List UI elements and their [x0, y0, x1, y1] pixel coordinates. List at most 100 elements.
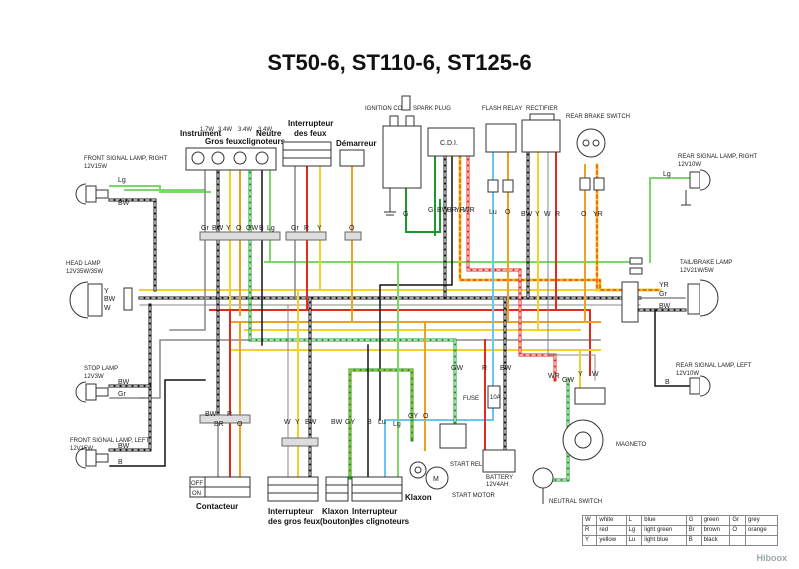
start-relay: START RELAY: [439, 423, 490, 468]
rear-signal-left-lamp: REAR SIGNAL LAMP, LEFT 12V10W: [676, 363, 752, 397]
wl-mid-r: R: [482, 365, 487, 372]
wire-g-coil: [405, 184, 441, 233]
neutral-switch: NEUTRAL SWITCH: [532, 467, 602, 505]
start-motor: M START MOTOR: [425, 466, 496, 499]
wire-b-front-left: [109, 379, 206, 467]
wl-instr-b: B: [259, 225, 264, 232]
fuse-label: FUSE: [463, 396, 479, 402]
front-signal-left-label: FRONT SIGNAL LAMP, LEFT: [70, 438, 150, 444]
wl-mag-gw: GW: [562, 377, 574, 384]
legend-code: Lg: [625, 525, 643, 536]
ignition-coil-label: IGNITION COIL: [365, 106, 408, 112]
wl-fsr-lg: Lg: [118, 177, 126, 184]
fuse: FUSE 10A: [463, 385, 501, 409]
light-switch-label-1: Interrupteur: [288, 119, 333, 128]
legend-color: yellow: [596, 535, 627, 546]
legend-code: G: [685, 515, 702, 526]
wl-mid-gw: GW: [451, 365, 463, 372]
turn-switch-label-1: Interrupteur: [352, 507, 397, 516]
legend-color: light green: [641, 525, 687, 536]
legend-color: orange: [745, 525, 778, 536]
rear-signal-right-lamp: REAR SIGNAL LAMP, RIGHT 12V10W: [678, 154, 758, 206]
wl-mid-bw: BW: [500, 365, 512, 372]
tail-brake-lamp: TAIL/BRAKE LAMP 12V21W/5W: [621, 257, 732, 323]
flash-relay: FLASH RELAY: [482, 106, 522, 193]
wl-coil-g: G: [403, 211, 408, 218]
wl-stop-bw: BW: [118, 379, 130, 386]
wl-bl-r: R: [227, 411, 232, 418]
legend-row: R red Lg light green Br brown O orange: [581, 525, 778, 536]
wire-b-rear-left: [654, 309, 691, 387]
rear-brake-switch: REAR BRAKE SWITCH: [566, 114, 630, 191]
front-signal-left-lamp: FRONT SIGNAL LAMP, LEFT 12V15W: [70, 438, 150, 469]
wl-k-o: O: [423, 413, 429, 420]
magneto-label: MAGNETO: [616, 442, 647, 448]
wire-w-rect: [547, 149, 596, 381]
wl-rect-w: W: [544, 211, 551, 218]
wl-mag-y: Y: [578, 371, 583, 378]
legend-code: B: [685, 535, 702, 546]
wl-cdi-g: G: [428, 207, 433, 214]
wire-bw-front-left: [108, 303, 152, 452]
fuse-rating: 10A: [490, 395, 501, 401]
wl-k-gy: GY: [408, 413, 418, 420]
wl-bk-lu: Lu: [378, 419, 386, 426]
stop-lamp-label: STOP LAMP: [84, 366, 118, 372]
cdi-unit: C.D.I.: [427, 127, 475, 157]
wire-lu-flash: [384, 149, 494, 421]
wire-r-mid: [209, 309, 591, 376]
klaxon-label: Klaxon: [405, 493, 432, 502]
wl-bm-y: Y: [295, 419, 300, 426]
front-signal-left-rating: 12V15W: [70, 446, 93, 452]
wire-bw-front-right: [108, 198, 157, 292]
wire-lg-rear-right: [649, 177, 691, 263]
dimmer-label-2: des gros feux: [268, 517, 321, 526]
wl-head-y: Y: [104, 288, 109, 295]
legend-color: blue: [641, 515, 687, 526]
wl-brake-o: O: [581, 211, 587, 218]
watermark: Hiboox: [756, 553, 788, 563]
legend-code: R: [581, 525, 598, 536]
head-lamp-label: HEAD LAMP: [66, 261, 101, 267]
wl-switch-r: R: [304, 225, 309, 232]
cdi-label: C.D.I.: [440, 140, 458, 147]
wire-wr-cdi: [466, 153, 557, 382]
battery-rating: 12V4AH: [486, 482, 508, 488]
wl-cdi-br: BR: [447, 207, 457, 214]
spark-plug-label: SPARK PLUG: [413, 106, 451, 112]
wl-instr-gr: Gr: [201, 225, 209, 232]
instrument-cluster: Instrument Gros feux Neutre clignoteurs …: [180, 127, 286, 241]
wl-fsr-bw: BW: [118, 200, 130, 207]
head-lamp: HEAD LAMP 12V35W/35W: [66, 261, 133, 319]
legend-code: [729, 535, 747, 546]
turn-signal-switch: Interrupteur des clignoteurs: [350, 476, 410, 526]
dimmer-label-1: Interrupteur: [268, 507, 313, 516]
tail-lamp-label: TAIL/BRAKE LAMP: [680, 260, 732, 266]
wire-gw-magneto: [546, 378, 570, 482]
legend-color: light blue: [641, 535, 687, 546]
legend-code: W: [581, 515, 598, 526]
legend-code: Lu: [625, 535, 643, 546]
front-signal-right-label: FRONT SIGNAL LAMP, RIGHT: [84, 156, 168, 162]
wl-mag-wr: WR: [548, 373, 560, 380]
dimmer-switch: Interrupteur des gros feux: [267, 437, 321, 526]
spark-plug: SPARK PLUG: [401, 95, 451, 112]
wl-flash-o: O: [505, 209, 511, 216]
wire-lg-front-right: [109, 185, 211, 193]
legend-color: white: [596, 515, 627, 526]
bulb-rating-4: 3.4W: [258, 127, 272, 133]
ignition-coil: IGNITION COIL: [365, 106, 422, 216]
battery-label: BATTERY: [486, 475, 513, 481]
contacteur-label: Contacteur: [196, 502, 238, 511]
legend-row: W white L blue G green Gr grey: [581, 515, 778, 526]
legend-color: green: [700, 515, 731, 526]
legend-color: black: [700, 535, 731, 546]
contacteur-on: ON: [192, 491, 201, 497]
legend-row: Y yellow Lu light blue B black: [581, 535, 778, 546]
legend-code: L: [625, 515, 643, 526]
horn-button-label-2: (bouton): [320, 517, 353, 526]
wl-bk-bw: BW: [331, 419, 343, 426]
wire-gw-instr: [248, 166, 457, 342]
wl-bk-b: B: [367, 419, 372, 426]
wl-switch-gr: Gr: [291, 225, 299, 232]
